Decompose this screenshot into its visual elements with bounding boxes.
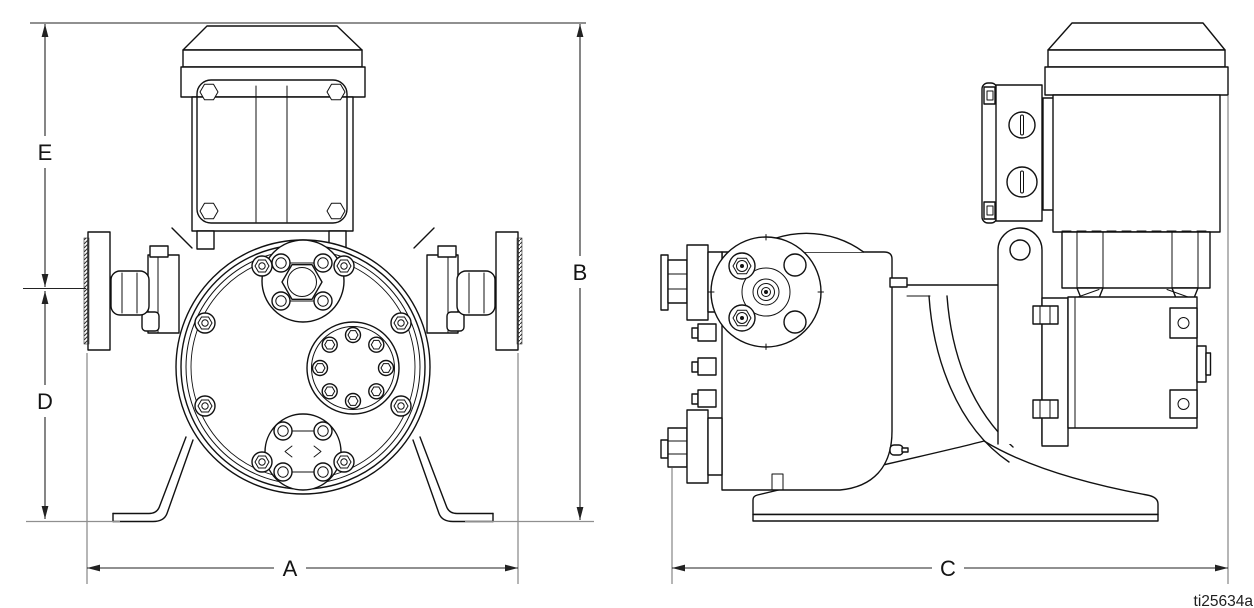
dim-label-B: B — [573, 260, 588, 285]
right-port-assembly — [426, 231, 523, 351]
base-plate — [752, 440, 1159, 522]
mounting-feet — [112, 436, 494, 523]
flange-face-hatch — [516, 237, 523, 345]
front-flange-side — [708, 234, 824, 350]
side-round-cover — [306, 321, 400, 415]
dim-label-A: A — [283, 556, 298, 581]
figure-code: ti25634a — [1194, 593, 1254, 608]
motor-front — [180, 25, 366, 250]
bottom-port-cover — [264, 413, 342, 491]
dim-label-E: E — [38, 140, 53, 165]
dimension-B: B — [566, 24, 594, 520]
dimension-A: A — [87, 552, 518, 582]
dimension-D: D — [31, 291, 59, 519]
dimension-C: C — [672, 552, 1228, 582]
dimension-E: E — [31, 24, 59, 287]
motor-side — [1042, 22, 1229, 299]
dimension-annotations: E D B A C — [23, 22, 1229, 584]
dim-label-D: D — [37, 389, 53, 414]
side-view — [660, 22, 1229, 522]
junction-box — [981, 82, 1043, 224]
gearbox — [1067, 289, 1212, 429]
left-lug — [171, 227, 193, 249]
flange-face-hatch — [83, 237, 90, 345]
front-view — [83, 25, 523, 523]
right-lug — [413, 227, 435, 249]
top-port-cover — [261, 239, 345, 323]
left-port-assembly — [83, 231, 180, 351]
dim-label-C: C — [940, 556, 956, 581]
motor-bracket — [906, 227, 1069, 463]
